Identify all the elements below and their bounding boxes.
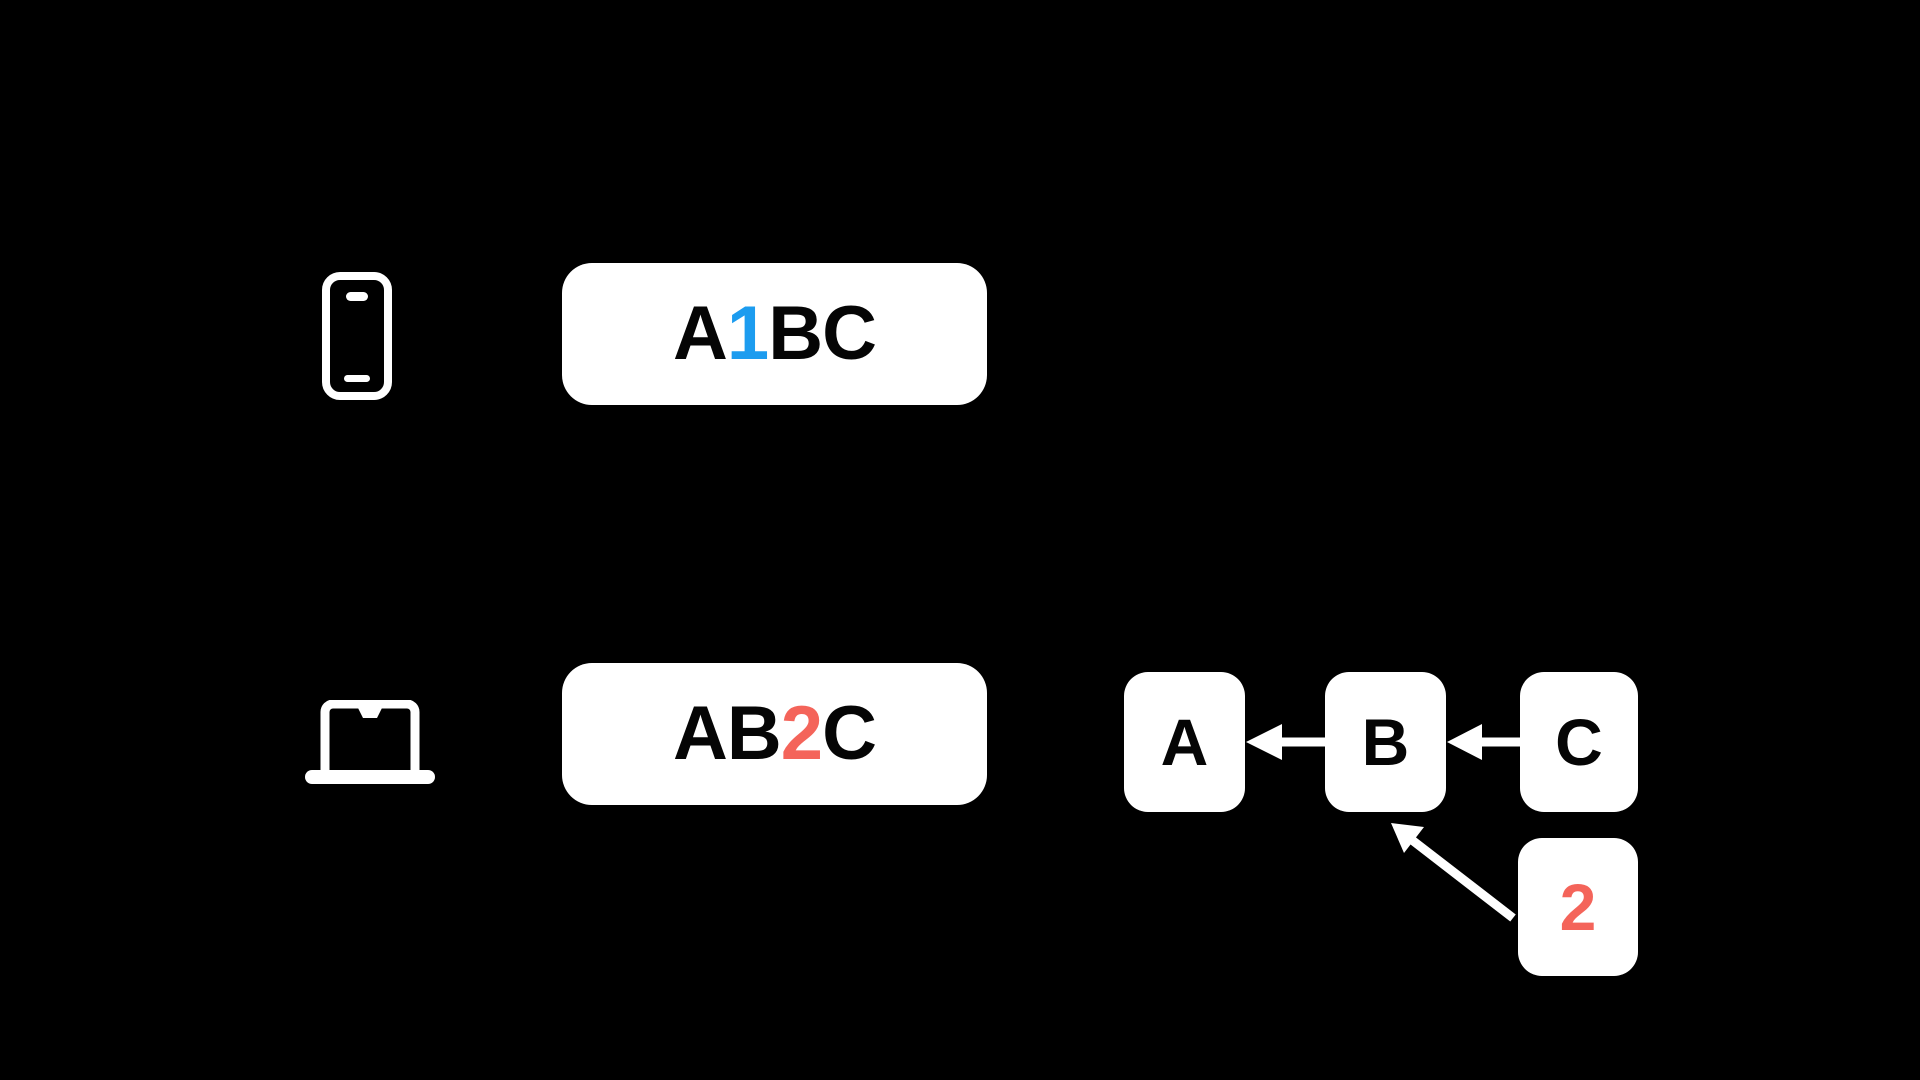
graph-node-label: B xyxy=(1361,705,1410,779)
edge-c-to-b xyxy=(1447,724,1520,760)
graph-node-c[interactable]: C xyxy=(1520,672,1638,812)
graph-node-label: C xyxy=(1555,705,1603,779)
graph-node-label: 2 xyxy=(1559,870,1597,944)
pill-token: C xyxy=(822,691,877,776)
pill-text-phone: A 1 B C xyxy=(673,291,877,376)
graph-node-b[interactable]: B xyxy=(1325,672,1446,812)
transcript-pill-phone: A 1 B C xyxy=(562,263,987,405)
graph-node-two[interactable]: 2 xyxy=(1518,838,1638,976)
mobile-phone-icon xyxy=(322,272,392,400)
pill-token: A xyxy=(673,291,728,376)
pill-token: B xyxy=(726,691,782,776)
transcript-pill-laptop: A B 2 C xyxy=(562,663,987,805)
graph-node-label: A xyxy=(1160,705,1209,779)
pill-token-accent: 2 xyxy=(780,691,823,776)
pill-token: C xyxy=(822,291,877,376)
pill-text-laptop: A B 2 C xyxy=(673,691,877,776)
edge-b-to-a xyxy=(1246,724,1325,760)
graph-node-a[interactable]: A xyxy=(1124,672,1245,812)
pill-token: A xyxy=(673,691,728,776)
pill-token-accent: 1 xyxy=(726,291,769,376)
edge-two-to-b xyxy=(1391,823,1516,922)
pill-token: B xyxy=(768,291,823,376)
laptop-icon xyxy=(303,700,437,786)
